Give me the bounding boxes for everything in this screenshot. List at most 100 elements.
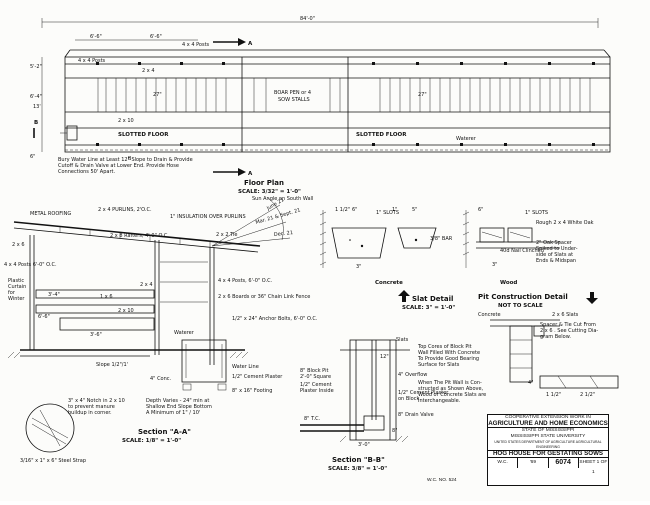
slotted-floor-right: SLOTTED FLOOR bbox=[356, 132, 407, 138]
depth-line2: Shallow End Slope Bottom bbox=[146, 404, 212, 410]
slat-dim-4: 1" bbox=[392, 207, 397, 213]
section-a-title: Section "A-A" bbox=[138, 428, 191, 436]
dec-21-label: Dec. 21 bbox=[274, 230, 294, 238]
notch-line1: 3" x 4" Notch in 2 x 10 bbox=[68, 398, 125, 404]
slat-arrow-icon bbox=[398, 290, 410, 302]
lbl-2x4: 2 x 4 bbox=[140, 282, 153, 288]
pit-dim-2: 1 1/2" bbox=[546, 392, 561, 398]
height-6-4: 6'-4" bbox=[30, 94, 42, 100]
bb-dim-2: 3'-0" bbox=[358, 442, 370, 448]
section-b-left: B bbox=[34, 120, 38, 126]
insulation-label: 1" INSULATION OVER PURLINS bbox=[170, 214, 246, 220]
wood-label: Wood bbox=[500, 280, 517, 286]
cement-line1: 1/2" Cement bbox=[300, 382, 332, 388]
top-cores-line1: Top Cores of Block Pit bbox=[417, 344, 472, 350]
waterer-section: Waterer bbox=[174, 330, 195, 336]
lbl-2x10: 2 x 10 bbox=[118, 308, 134, 314]
spikes-label: 40d Nail Clinched bbox=[500, 248, 544, 254]
dim-6-6-b: 6'-6" bbox=[150, 34, 162, 40]
height-13: 13' bbox=[33, 104, 41, 110]
title-line-3: STATE OF MISSISSIPPI bbox=[488, 427, 608, 434]
slope-label: Slope 1/2"/1' bbox=[96, 362, 128, 368]
slats-label: Slats bbox=[396, 337, 409, 343]
slat-dim-5: 5" bbox=[412, 207, 417, 213]
purlins-label: 2 x 4 PURLINS, 2'O.C. bbox=[98, 207, 152, 213]
pit-wall-line1: When The Pit Wall is Con- bbox=[418, 380, 482, 386]
depth-line1: Depth Varies - 24" min at bbox=[146, 398, 209, 404]
bb-plaster-line1: 1/2" Cement Plaster bbox=[398, 390, 449, 396]
slat-dim-6: 1" SLOTS bbox=[525, 210, 548, 216]
lbl-2x6: 2 x 6 bbox=[12, 242, 25, 248]
water-line-label: Water Line bbox=[232, 364, 259, 370]
pit-detail-scale: NOT TO SCALE bbox=[498, 303, 543, 309]
cell-wc: W.C. bbox=[488, 458, 519, 468]
plan-number: W.C. NO. 524 bbox=[427, 478, 457, 483]
rough-oak-label: Rough 2 x 4 White Oak bbox=[536, 220, 594, 226]
boar-pen-line1: BOAR PEN or 4 bbox=[274, 90, 311, 96]
cement-line2: Plaster Inside bbox=[300, 388, 334, 394]
curtain-line4: Winter bbox=[8, 296, 25, 302]
title-line-4: MISSISSIPPI STATE UNIVERSITY bbox=[510, 434, 586, 439]
slat-detail-title: Slat Detail bbox=[412, 295, 453, 303]
spacer-line4: Ends & Midspan bbox=[536, 258, 576, 264]
boar-pen-line2: SOW STALLS bbox=[278, 97, 310, 103]
slat-dim-2: 6" bbox=[352, 207, 357, 213]
notch-line2: to prevent manure bbox=[68, 404, 115, 410]
curtain-line3: for bbox=[8, 290, 16, 296]
pit-wall-line3: Wood or Concrete Slats are bbox=[418, 392, 486, 398]
overall-dimension: 84'-0" bbox=[300, 16, 315, 22]
section-a-a: Sun Angle on South Wall June 21 Mar. 21 … bbox=[4, 196, 318, 464]
pit-wall-line2: structed as Shown Above, bbox=[418, 386, 484, 392]
pit-spacer-line2: 2 x 6 . See Cutting Dia- bbox=[540, 328, 598, 334]
slat-dim-9: 6" bbox=[478, 207, 483, 213]
pit-concrete-label: Concrete bbox=[478, 312, 501, 318]
board-2x10: 2 x 10 bbox=[118, 118, 134, 124]
purlin-label: 2 x 4 bbox=[142, 68, 155, 74]
pit-dim-1: 4" bbox=[528, 380, 533, 386]
plan-note-3: Connections 50' Apart. bbox=[58, 169, 115, 175]
bb-dim-1: 12" bbox=[380, 354, 389, 360]
floor-plan-title: Floor Plan bbox=[244, 179, 284, 187]
pit-spacer-line1: Spacer & Tie Cut From bbox=[540, 322, 596, 328]
block-pit-line2: 2'-0" Square bbox=[300, 374, 331, 380]
depth-line3: A Minimum of 1" / 10' bbox=[146, 410, 200, 416]
waterer-plan: Waterer bbox=[456, 136, 477, 142]
title-block: COOPERATIVE EXTENSION WORK IN AGRICULTUR… bbox=[487, 414, 609, 486]
cell-sheet: SHEET 1 OF 1 bbox=[579, 460, 608, 475]
section-a-top: A bbox=[248, 41, 253, 47]
spacer-line2: Spiked to Under- bbox=[536, 246, 578, 252]
top-cores-line2: Wall Filled With Concrete bbox=[418, 350, 480, 356]
posts-b-label: 4 x 4 Posts, 6'-0" O.C. bbox=[218, 278, 273, 284]
concrete-label: Concrete bbox=[375, 280, 403, 286]
pit-detail-title: Pit Construction Detail bbox=[478, 293, 568, 301]
height-3-6: 3'-6" bbox=[90, 332, 102, 338]
height-6in: 6" bbox=[30, 154, 35, 160]
slat-dim-1: 1 1/2" bbox=[335, 207, 350, 213]
section-b-b: Slats 8" Block Pit 2'-0" Square 1/2" Cem… bbox=[300, 337, 449, 472]
title-cells: W.C. '69 6074 SHEET 1 OF 1 bbox=[488, 457, 608, 475]
mar-sep-21-label: Mar. 21 & Sept. 21 bbox=[255, 207, 301, 226]
strap-label: 3/16" x 1" x 6" Steel Strap bbox=[20, 458, 86, 464]
plan-note-2: Cutoff & Drain Valve at Lower End. Provi… bbox=[58, 163, 179, 169]
slotted-floor-left: SLOTTED FLOOR bbox=[118, 132, 169, 138]
tc-label: 8" T.C. bbox=[304, 416, 321, 422]
posts-6ft-label: 4 x 4 Posts 6'-0" O.C. bbox=[4, 262, 57, 268]
slat-detail: 1 1/2" 6" 1" SLOTS 1" 5" 3/8" BAR 3" Con… bbox=[319, 207, 594, 311]
cell-number: 6074 bbox=[549, 458, 579, 468]
posts-left-label: 4 x 4 Posts bbox=[78, 58, 106, 64]
plan-note-1: Bury Water Line at Least 12" Slope to Dr… bbox=[58, 157, 193, 163]
pit-construction-detail: Pit Construction Detail NOT TO SCALE Con… bbox=[417, 292, 619, 404]
cell-year: '69 bbox=[518, 458, 549, 468]
dim-27-right: 27" bbox=[418, 92, 427, 98]
floor-plan-scale: SCALE: 3/32" = 1'-0" bbox=[238, 189, 301, 195]
overflow-label: 4" Overflow bbox=[398, 372, 427, 378]
conc-label: 4" Conc. bbox=[150, 376, 172, 382]
dim-27-left: 27" bbox=[153, 92, 162, 98]
slat-detail-scale: SCALE: 3" = 1'-0" bbox=[402, 305, 455, 311]
pit-spacer-line3: gram Below. bbox=[540, 334, 571, 340]
spacer-line1: 2" Oak Spacer bbox=[536, 240, 573, 246]
metal-roofing-label: METAL ROOFING bbox=[30, 211, 71, 217]
section-b-title: Section "B-B" bbox=[332, 456, 385, 464]
